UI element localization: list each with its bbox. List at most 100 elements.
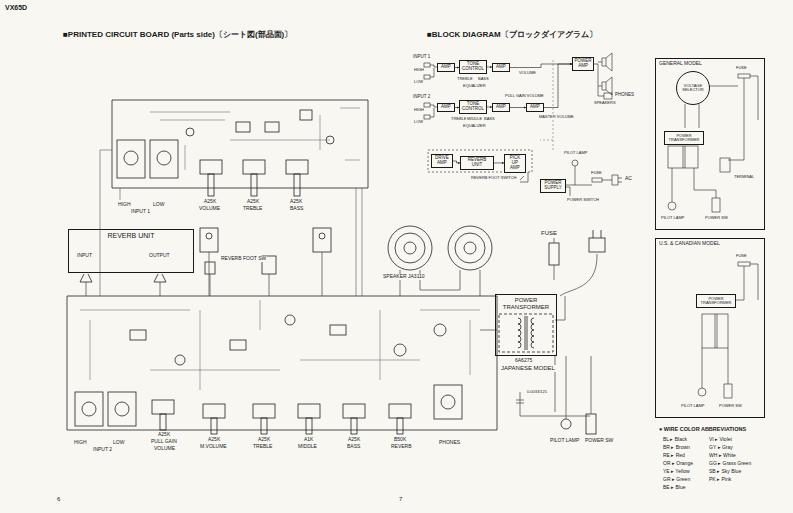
pilot-lamp — [698, 388, 706, 396]
capacitor-symbol — [186, 128, 194, 136]
power-transistor — [206, 233, 212, 239]
potentiometer — [200, 160, 222, 174]
potentiometer — [286, 160, 308, 174]
part-label: TREBLE — [252, 444, 273, 450]
reverb-frame — [428, 150, 532, 172]
signal-connector — [494, 162, 504, 163]
part-label: PILOT LAMP — [660, 216, 686, 220]
potentiometer — [389, 404, 411, 418]
input-jack — [82, 402, 96, 416]
part-label: A1K — [303, 437, 314, 443]
speaker — [455, 233, 485, 263]
part-label: BASS — [477, 77, 490, 81]
block-box: POWER AMP — [572, 57, 594, 71]
input-jack — [150, 140, 178, 178]
node-text: VOLTAGE SELECTOR — [679, 84, 707, 93]
node-text: REVERB UNIT — [463, 158, 491, 168]
model-title: VX65D — [4, 4, 28, 12]
part-label: POWER SW — [584, 438, 614, 444]
phones-jack — [604, 93, 612, 99]
wire — [554, 238, 597, 296]
block-box: AMP — [437, 103, 455, 112]
pcb-trace — [150, 108, 360, 170]
block-box: REVERB UNIT — [460, 156, 494, 170]
wire-color-code: WH ▸ White — [708, 453, 737, 459]
part-label: TREBLE — [242, 206, 263, 212]
transformer-coil — [518, 316, 534, 350]
part-label: B50K — [393, 437, 407, 443]
node-text: PICK UP AMP — [507, 156, 523, 171]
potentiometer — [298, 404, 320, 418]
part-label: FUSE — [735, 254, 748, 258]
part-label: EQUALIZER — [462, 124, 487, 128]
signal-connector — [510, 64, 572, 68]
signal-connector — [510, 107, 526, 108]
part-label: INPUT 2 — [412, 95, 431, 100]
block-box: PICK UP AMP — [504, 154, 526, 173]
section-heading: ■BLOCK DIAGRAM〔ブロックダイアグラム〕 — [426, 31, 598, 40]
pot-shaft — [261, 418, 267, 434]
capacitor-symbol — [394, 344, 406, 356]
wire — [430, 65, 437, 77]
fuse-symbol — [738, 262, 750, 266]
part-label: M.VOLUME — [199, 444, 228, 450]
input-jack — [424, 115, 430, 119]
block-box: DRIVE AMP — [431, 154, 453, 168]
node-text: REVERB UNIT — [107, 232, 154, 240]
part-label: LOW — [413, 120, 424, 124]
phones-jack — [434, 385, 462, 419]
part-label: LOW — [112, 440, 125, 446]
input-jack — [75, 392, 103, 426]
part-label: PHONES — [614, 93, 635, 98]
part-label: JAPANESE MODEL — [500, 365, 556, 372]
node-text: GENERAL MODEL — [659, 61, 702, 67]
part-label: REVERB FOOT SWITCH — [470, 176, 517, 180]
node-text: TONE CONTROL — [462, 62, 484, 72]
wire — [685, 104, 699, 128]
part-label: A25K — [207, 437, 221, 443]
wire-color-code: VI ▸ Violet — [708, 437, 733, 443]
node-text: AMP — [496, 105, 506, 110]
wire-color-code: BR ▸ Brown — [662, 445, 691, 451]
capacitor-symbol — [434, 324, 446, 336]
part-label: REVERB FOOT SW — [220, 256, 267, 262]
part-label: BASS — [289, 206, 304, 212]
ic-symbol — [330, 325, 346, 335]
part-label: POWER SW — [704, 216, 729, 220]
ac-plug — [618, 178, 622, 182]
speaker — [448, 226, 492, 270]
part-label: EQUALIZER — [462, 84, 487, 88]
block-box: AMP — [492, 103, 510, 112]
node-text: POWER SUPPLY — [543, 181, 563, 191]
part-label: REVERB — [390, 444, 413, 450]
node-text: POWER TRANSFORMER — [667, 134, 701, 143]
ac-plug — [593, 230, 601, 238]
pcb-drawing — [67, 100, 605, 434]
wire — [480, 296, 565, 330]
part-label: SPEAKER JA3110 — [382, 274, 426, 280]
wire — [709, 76, 758, 160]
fuse-holder — [549, 243, 559, 265]
model-variants-art — [668, 74, 758, 398]
pot-shaft — [294, 174, 300, 196]
part-label: PILOT LAMP — [563, 151, 589, 155]
wire — [594, 62, 604, 96]
part-label: 0.0033/125 — [526, 390, 548, 394]
block-box: POWER SUPPLY — [540, 179, 566, 193]
block-box: AMP — [437, 63, 455, 72]
part-label: PULL GAIN — [150, 439, 178, 445]
pot-shaft — [351, 418, 357, 434]
part-label: A25K — [246, 199, 260, 205]
part-label: FUSE — [735, 66, 748, 70]
transformer-box: POWER TRANSFORMER — [696, 294, 736, 308]
wire — [566, 356, 591, 419]
part-label: ● WIRE COLOR ABBREVIATIONS — [658, 426, 747, 432]
speaker-symbol — [602, 53, 612, 95]
input-jack — [115, 402, 129, 416]
input-jack — [108, 392, 136, 426]
part-label: INPUT 1 — [130, 209, 151, 215]
power-transistor — [319, 233, 325, 239]
wire-color-code: RE ▸ Red — [662, 453, 686, 459]
wire-color-code: GR ▸ Green — [662, 477, 691, 483]
ac-plug — [612, 175, 618, 185]
